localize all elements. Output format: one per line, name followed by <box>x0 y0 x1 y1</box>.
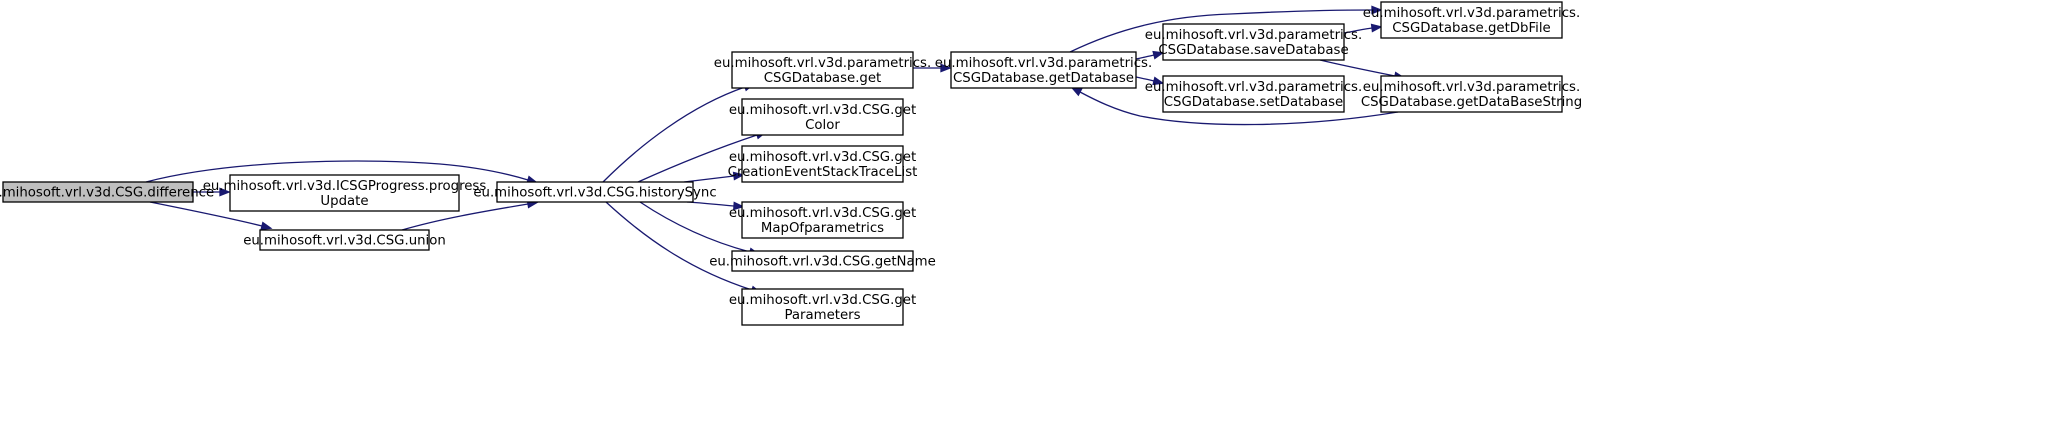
node-label: eu.mihosoft.vrl.v3d.parametrics. <box>1145 28 1362 43</box>
edge-getDatabase-to-setDatabase <box>1135 76 1165 86</box>
node-layer: eu.mihosoft.vrl.v3d.CSG.differenceeu.mih… <box>0 1 1582 326</box>
node-label: eu.mihosoft.vrl.v3d.parametrics. <box>714 56 931 71</box>
edge-saveDatabase-to-getDbFile <box>1343 23 1383 34</box>
node-label: eu.mihosoft.vrl.v3d.CSG.get <box>729 103 916 118</box>
node-label: CreationEventStackTraceList <box>728 165 918 180</box>
node-label: eu.mihosoft.vrl.v3d.CSG.union <box>243 234 446 249</box>
node-label: CSGDatabase.getDatabase <box>953 71 1134 86</box>
node-label: Parameters <box>784 308 860 323</box>
node-label: CSGDatabase.saveDatabase <box>1158 43 1348 58</box>
node-label: eu.mihosoft.vrl.v3d.parametrics. <box>1363 6 1580 21</box>
node-getDatabase[interactable]: eu.mihosoft.vrl.v3d.parametrics.CSGDatab… <box>935 51 1152 89</box>
node-historySync[interactable]: eu.mihosoft.vrl.v3d.CSG.historySync <box>473 181 717 203</box>
node-label: Update <box>320 194 368 209</box>
node-progressUpdate[interactable]: eu.mihosoft.vrl.v3d.ICSGProgress.progres… <box>203 174 487 212</box>
node-label: eu.mihosoft.vrl.v3d.CSG.get <box>729 293 916 308</box>
node-getDataBaseString[interactable]: eu.mihosoft.vrl.v3d.parametrics.CSGDatab… <box>1361 75 1582 113</box>
node-label: MapOfparametrics <box>761 221 884 236</box>
node-setDatabase[interactable]: eu.mihosoft.vrl.v3d.parametrics.CSGDatab… <box>1145 75 1362 113</box>
node-difference[interactable]: eu.mihosoft.vrl.v3d.CSG.difference <box>0 181 214 203</box>
node-label: eu.mihosoft.vrl.v3d.parametrics. <box>935 56 1152 71</box>
edge-difference-to-union <box>149 201 273 231</box>
node-saveDatabase[interactable]: eu.mihosoft.vrl.v3d.parametrics.CSGDatab… <box>1145 23 1362 61</box>
node-getCreation[interactable]: eu.mihosoft.vrl.v3d.CSG.getCreationEvent… <box>728 145 918 183</box>
edge-dbGet-to-getDatabase <box>913 63 952 73</box>
edge-getDatabase-to-saveDatabase <box>1135 50 1165 60</box>
node-label: Color <box>805 118 840 133</box>
edge-difference-to-progressUpdate <box>193 187 231 197</box>
node-label: CSGDatabase.getDataBaseString <box>1361 95 1582 110</box>
node-union[interactable]: eu.mihosoft.vrl.v3d.CSG.union <box>243 229 446 251</box>
node-label: eu.mihosoft.vrl.v3d.parametrics. <box>1363 80 1580 95</box>
node-label: eu.mihosoft.vrl.v3d.CSG.getName <box>709 255 936 270</box>
node-label: eu.mihosoft.vrl.v3d.ICSGProgress.progres… <box>203 179 487 194</box>
node-label: CSGDatabase.get <box>764 71 882 86</box>
node-getMap[interactable]: eu.mihosoft.vrl.v3d.CSG.getMapOfparametr… <box>729 201 916 239</box>
node-dbGet[interactable]: eu.mihosoft.vrl.v3d.parametrics.CSGDatab… <box>714 51 931 89</box>
node-label: eu.mihosoft.vrl.v3d.CSG.difference <box>0 186 214 201</box>
node-getDbFile[interactable]: eu.mihosoft.vrl.v3d.parametrics.CSGDatab… <box>1363 1 1580 39</box>
node-label: eu.mihosoft.vrl.v3d.parametrics. <box>1145 80 1362 95</box>
node-label: eu.mihosoft.vrl.v3d.CSG.get <box>729 206 916 221</box>
node-getName[interactable]: eu.mihosoft.vrl.v3d.CSG.getName <box>709 250 936 272</box>
edge-getDatabase-to-getDbFile <box>1069 5 1383 53</box>
node-label: CSGDatabase.setDatabase <box>1164 95 1343 110</box>
node-label: eu.mihosoft.vrl.v3d.CSG.historySync <box>473 186 716 201</box>
node-label: eu.mihosoft.vrl.v3d.CSG.get <box>729 150 916 165</box>
node-label: CSGDatabase.getDbFile <box>1392 21 1550 36</box>
